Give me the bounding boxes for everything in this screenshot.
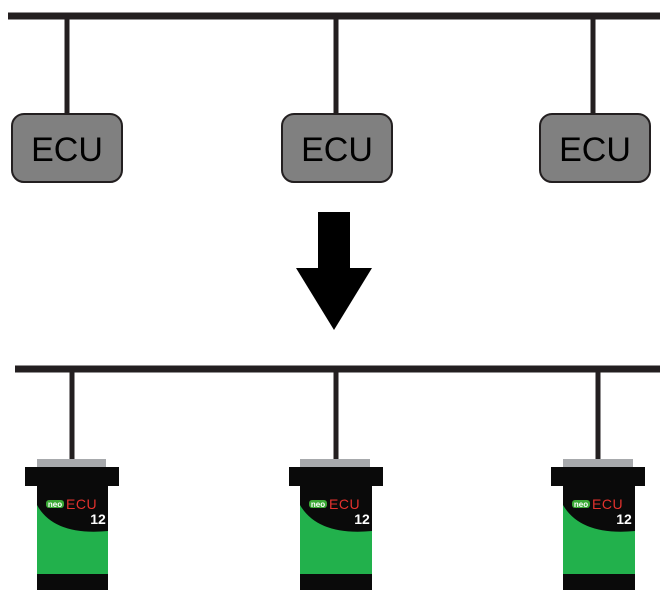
neo-badge [309, 500, 327, 508]
device-cap [300, 459, 370, 468]
device-base [300, 574, 372, 590]
ecu-node: ECU [539, 16, 651, 183]
neo-badge [572, 500, 590, 508]
device-collar [551, 467, 645, 486]
device-cap [563, 459, 633, 468]
ecu-label: ECU [559, 131, 631, 169]
ecu-node: ECU [11, 16, 123, 183]
down-arrow-icon [296, 212, 372, 330]
device-base [37, 574, 108, 590]
device-collar [25, 467, 119, 486]
ecu-node: ECU [281, 16, 393, 183]
neoecu-device: neo ECU 12 [289, 369, 383, 590]
bottom-network: neo ECU 12 neo ECU 12 neo EC [15, 365, 660, 590]
device-model-text: 12 [90, 511, 106, 527]
device-brand-text: ECU [329, 496, 360, 512]
device-green-panel [300, 505, 372, 574]
device-brand-text: ECU [592, 496, 623, 512]
neoecu-device: neo ECU 12 [551, 369, 645, 590]
neo-badge-text: neo [311, 500, 325, 509]
arrow-shaft [318, 212, 350, 272]
neo-badge-text: neo [48, 500, 62, 509]
device-brand-text: ECU [66, 496, 97, 512]
neo-badge [46, 500, 64, 508]
device-collar [289, 467, 383, 486]
device-model-text: 12 [354, 511, 370, 527]
device-base [563, 574, 635, 590]
ecu-label: ECU [301, 131, 373, 169]
neo-badge-text: neo [574, 500, 588, 509]
neoecu-device: neo ECU 12 [25, 369, 119, 590]
top-network: ECU ECU ECU [8, 12, 660, 183]
arrow-head [296, 268, 372, 330]
device-green-panel [37, 505, 108, 574]
device-model-text: 12 [616, 511, 632, 527]
device-cap [37, 459, 106, 468]
device-green-panel [563, 505, 635, 574]
ecu-label: ECU [31, 131, 103, 169]
ecu-box [281, 113, 393, 183]
ecu-box [539, 113, 651, 183]
ecu-box [11, 113, 123, 183]
